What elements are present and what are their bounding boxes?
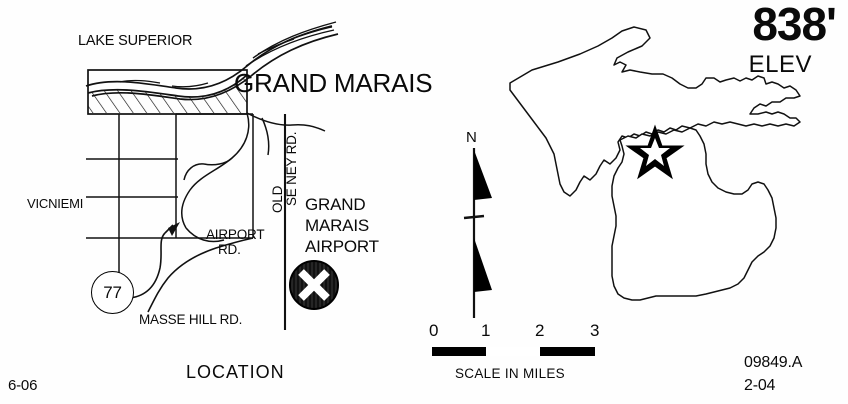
star-inner-highlight: [640, 138, 670, 166]
scale-tick-2: 2: [535, 321, 545, 340]
lower-peninsula-outline: [611, 127, 777, 301]
airport-name-line2: MARAIS: [305, 216, 369, 235]
scale-tick-0: 0: [429, 321, 439, 340]
airport-rd-label-line2: RD.: [218, 242, 241, 257]
sheet-code-left: 6-06: [8, 377, 38, 394]
elevation-label: ELEV: [748, 51, 812, 78]
masse-hill-rd-label: MASSE HILL RD.: [139, 312, 243, 327]
route-77-number: 77: [103, 283, 122, 302]
lake-superior-label: LAKE SUPERIOR: [78, 33, 193, 49]
airport-name-line1: GRAND: [305, 195, 366, 214]
old-rd-label: OLD: [270, 185, 285, 213]
shore-hatch-area: [87, 69, 248, 115]
scale-bar: [432, 347, 595, 356]
scale-bar-white-segment: [486, 347, 540, 356]
scale-tick-3: 3: [590, 321, 600, 340]
upper-peninsula-outline: [509, 26, 801, 197]
vicinity-map-graphic: [85, 21, 339, 330]
chart-date: 2-04: [744, 377, 776, 394]
north-arrow-label: N: [466, 129, 477, 146]
grand-marais-city-label: GRAND MARAIS: [234, 68, 433, 98]
road-direction-arrow: [168, 222, 180, 236]
route-77-shield: 77: [91, 271, 134, 314]
airport-rd-label-line1: AIRPORT: [206, 227, 265, 242]
scale-caption: SCALE IN MILES: [455, 366, 565, 381]
seney-rd-label: SE NEY RD.: [284, 131, 299, 206]
scale-tick-1: 1: [481, 321, 491, 340]
vicniemi-label: VICNIEMI: [27, 196, 84, 211]
lake-wave-marks: [119, 26, 333, 88]
airport-symbol-icon: [289, 260, 339, 310]
michigan-state-map: [509, 26, 801, 301]
north-arrow-icon: [463, 148, 492, 318]
elevation-value: 838': [752, 0, 837, 50]
river-network: [181, 112, 326, 243]
location-map-title: LOCATION: [186, 362, 285, 382]
chart-number: 09849.A: [744, 354, 803, 371]
section-road-grid: [86, 113, 254, 300]
airport-name-line3: AIRPORT: [305, 237, 379, 256]
